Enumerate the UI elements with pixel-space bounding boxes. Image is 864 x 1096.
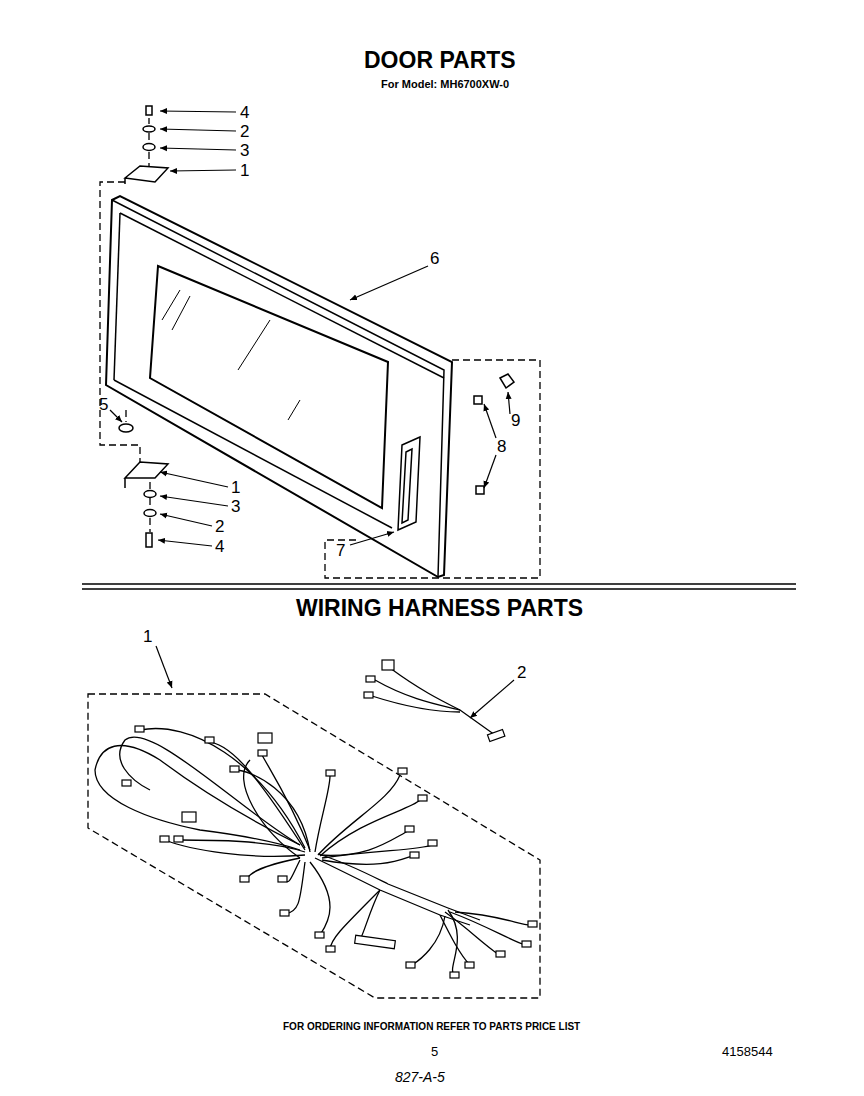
callout-number: 4 [240, 104, 249, 121]
callout-number: 2 [240, 123, 249, 140]
document-number: 4158544 [722, 1045, 773, 1058]
bumper [119, 424, 133, 432]
callout-number: 2 [517, 664, 526, 681]
section-heading: WIRING HARNESS PARTS [296, 597, 583, 620]
door-handle [398, 437, 420, 530]
callout-number: 4 [215, 538, 224, 555]
screw [146, 106, 152, 115]
hinge [125, 462, 168, 488]
callout-number: 1 [143, 628, 152, 645]
callout-number: 5 [99, 396, 108, 413]
callout-number: 8 [497, 438, 506, 455]
wiring-harness [95, 728, 530, 975]
door-edge [112, 200, 444, 577]
door-edge [114, 213, 120, 380]
callout-number: 1 [240, 162, 249, 179]
hinge [125, 166, 168, 184]
washer [144, 491, 156, 498]
door [106, 196, 452, 577]
callout-number: 9 [511, 412, 520, 429]
clip [500, 374, 514, 388]
callout-number: 3 [240, 142, 249, 159]
footer-note: FOR ORDERING INFORMATION REFER TO PARTS … [283, 1022, 580, 1032]
washer [143, 126, 155, 132]
washer [144, 510, 156, 517]
screw [146, 533, 152, 547]
page-number: 5 [431, 1045, 438, 1058]
door-window [150, 266, 388, 508]
callout-number: 6 [430, 250, 439, 267]
screw [476, 486, 484, 494]
callout-number: 3 [231, 498, 240, 515]
screw [474, 396, 482, 404]
callout-number: 2 [215, 518, 224, 535]
washer [143, 144, 155, 151]
model-number: For Model: MH6700XW-0 [381, 79, 509, 90]
glass-shine [162, 290, 300, 420]
section-heading: DOOR PARTS [364, 49, 516, 72]
wiring-harness [372, 668, 495, 735]
callout-number: 7 [336, 542, 345, 559]
door-edge [114, 380, 392, 528]
door-edge [120, 213, 444, 378]
callout-number: 1 [231, 479, 240, 496]
handwritten-note: 827-A-5 [395, 1070, 445, 1084]
